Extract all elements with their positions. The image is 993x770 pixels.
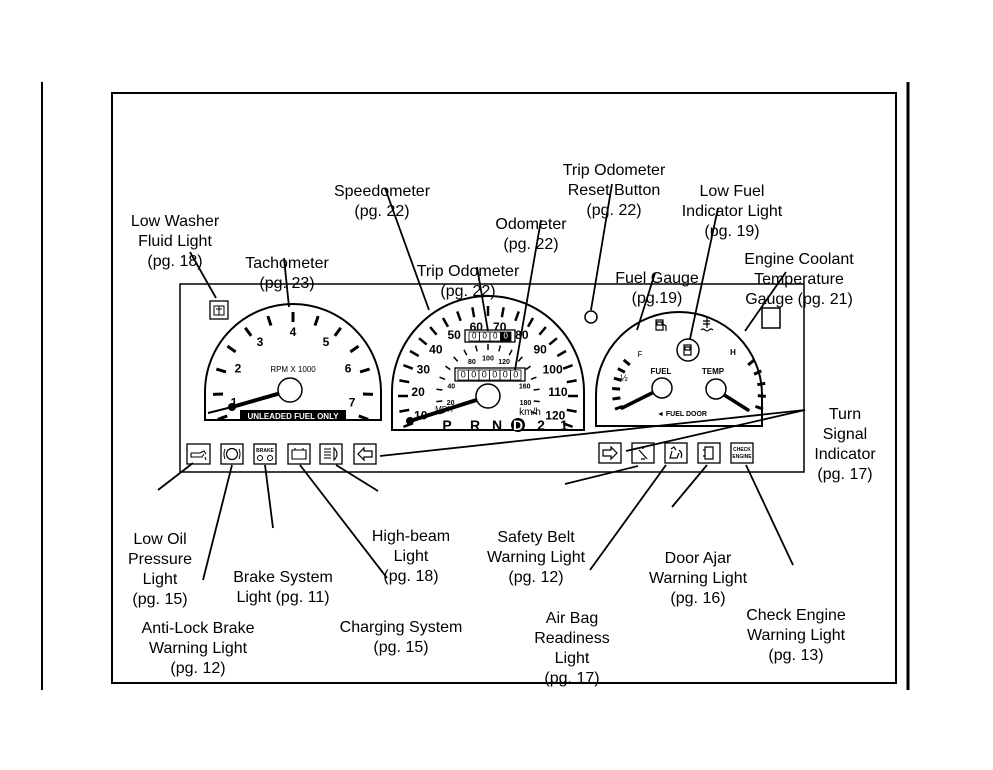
tachometer-hub	[278, 378, 302, 402]
odo-digit: 0	[503, 370, 508, 380]
temp-hot-mark: H	[730, 348, 736, 357]
mph-number: 90	[533, 343, 547, 357]
gear-P: P	[442, 417, 451, 433]
mph-number: 50	[447, 328, 461, 342]
temp-gauge-label: TEMP	[702, 367, 725, 376]
tach-number: 2	[235, 361, 242, 375]
leader-seatbelt	[565, 466, 638, 484]
trip-reset-button[interactable]	[585, 311, 597, 323]
gear-N: N	[492, 417, 502, 433]
charging-system-icon	[288, 444, 310, 464]
engine-icon-text: ENGINE	[732, 454, 752, 460]
mph-number: 110	[548, 385, 568, 399]
kmh-number: 160	[519, 384, 531, 391]
mph-number: 40	[429, 343, 443, 357]
tach-number: 7	[349, 396, 356, 410]
door-ajar-icon	[698, 443, 720, 463]
trip-digit: 0	[493, 332, 498, 341]
temp-tick	[757, 383, 765, 384]
high-beam-icon	[320, 444, 342, 464]
trip-digit: 0	[504, 332, 509, 341]
tach-number: 5	[323, 335, 330, 349]
speedometer-hub	[476, 384, 500, 408]
check-icon-text: CHECK	[733, 447, 751, 453]
kmh-tick	[436, 389, 442, 390]
gear-2: 2	[537, 417, 545, 433]
fuel-full-mark: F	[638, 350, 643, 359]
odo-digit: 0	[513, 370, 518, 380]
kmh-number: 180	[520, 400, 532, 407]
fuel-tick	[612, 389, 620, 390]
brake-icon-text: BRAKE	[256, 448, 274, 454]
odo-digit: 0	[471, 370, 476, 380]
air-bag-icon	[665, 443, 687, 463]
fuel-gauge-label: FUEL	[651, 367, 672, 376]
odo-digit: 0	[482, 370, 487, 380]
trip-digit: 0	[483, 332, 488, 341]
gear-1: 1	[560, 417, 568, 433]
mph-tick	[399, 410, 409, 412]
odo-digit: 0	[461, 370, 466, 380]
tach-number: 3	[257, 335, 264, 349]
kmh-number: 100	[482, 355, 494, 362]
check-engine-icon	[731, 443, 753, 463]
kmh-tick	[534, 401, 540, 402]
mph-number: 100	[543, 362, 563, 376]
mph-tick	[399, 380, 409, 382]
gear-D: D	[513, 417, 523, 433]
kmh-number: 40	[447, 384, 455, 391]
tach-number: 6	[345, 361, 352, 375]
mph-number: 20	[411, 385, 425, 399]
tach-unit-label: RPM X 1000	[270, 365, 316, 374]
mph-tick	[567, 380, 577, 382]
mph-tick	[567, 410, 577, 412]
fuel-tick	[612, 398, 620, 399]
unleaded-fuel-note: UNLEADED FUEL ONLY	[247, 412, 339, 421]
kmh-number: 80	[468, 359, 476, 366]
odo-digit: 0	[492, 370, 497, 380]
kmh-tick	[436, 401, 442, 402]
brake-system-icon	[254, 444, 276, 464]
fuel-half-mark: ½	[620, 373, 628, 383]
gear-R: R	[470, 417, 480, 433]
temp-tick	[758, 396, 766, 397]
trip-digit: 0	[472, 332, 477, 341]
fuel-door-note: ◄ FUEL DOOR	[657, 411, 707, 418]
mph-number: 30	[417, 362, 431, 376]
tach-number: 4	[290, 325, 297, 339]
kmh-tick	[534, 389, 540, 390]
kmh-number: 120	[498, 359, 510, 366]
leader-low-oil	[158, 463, 193, 490]
leader-brake	[265, 465, 273, 528]
